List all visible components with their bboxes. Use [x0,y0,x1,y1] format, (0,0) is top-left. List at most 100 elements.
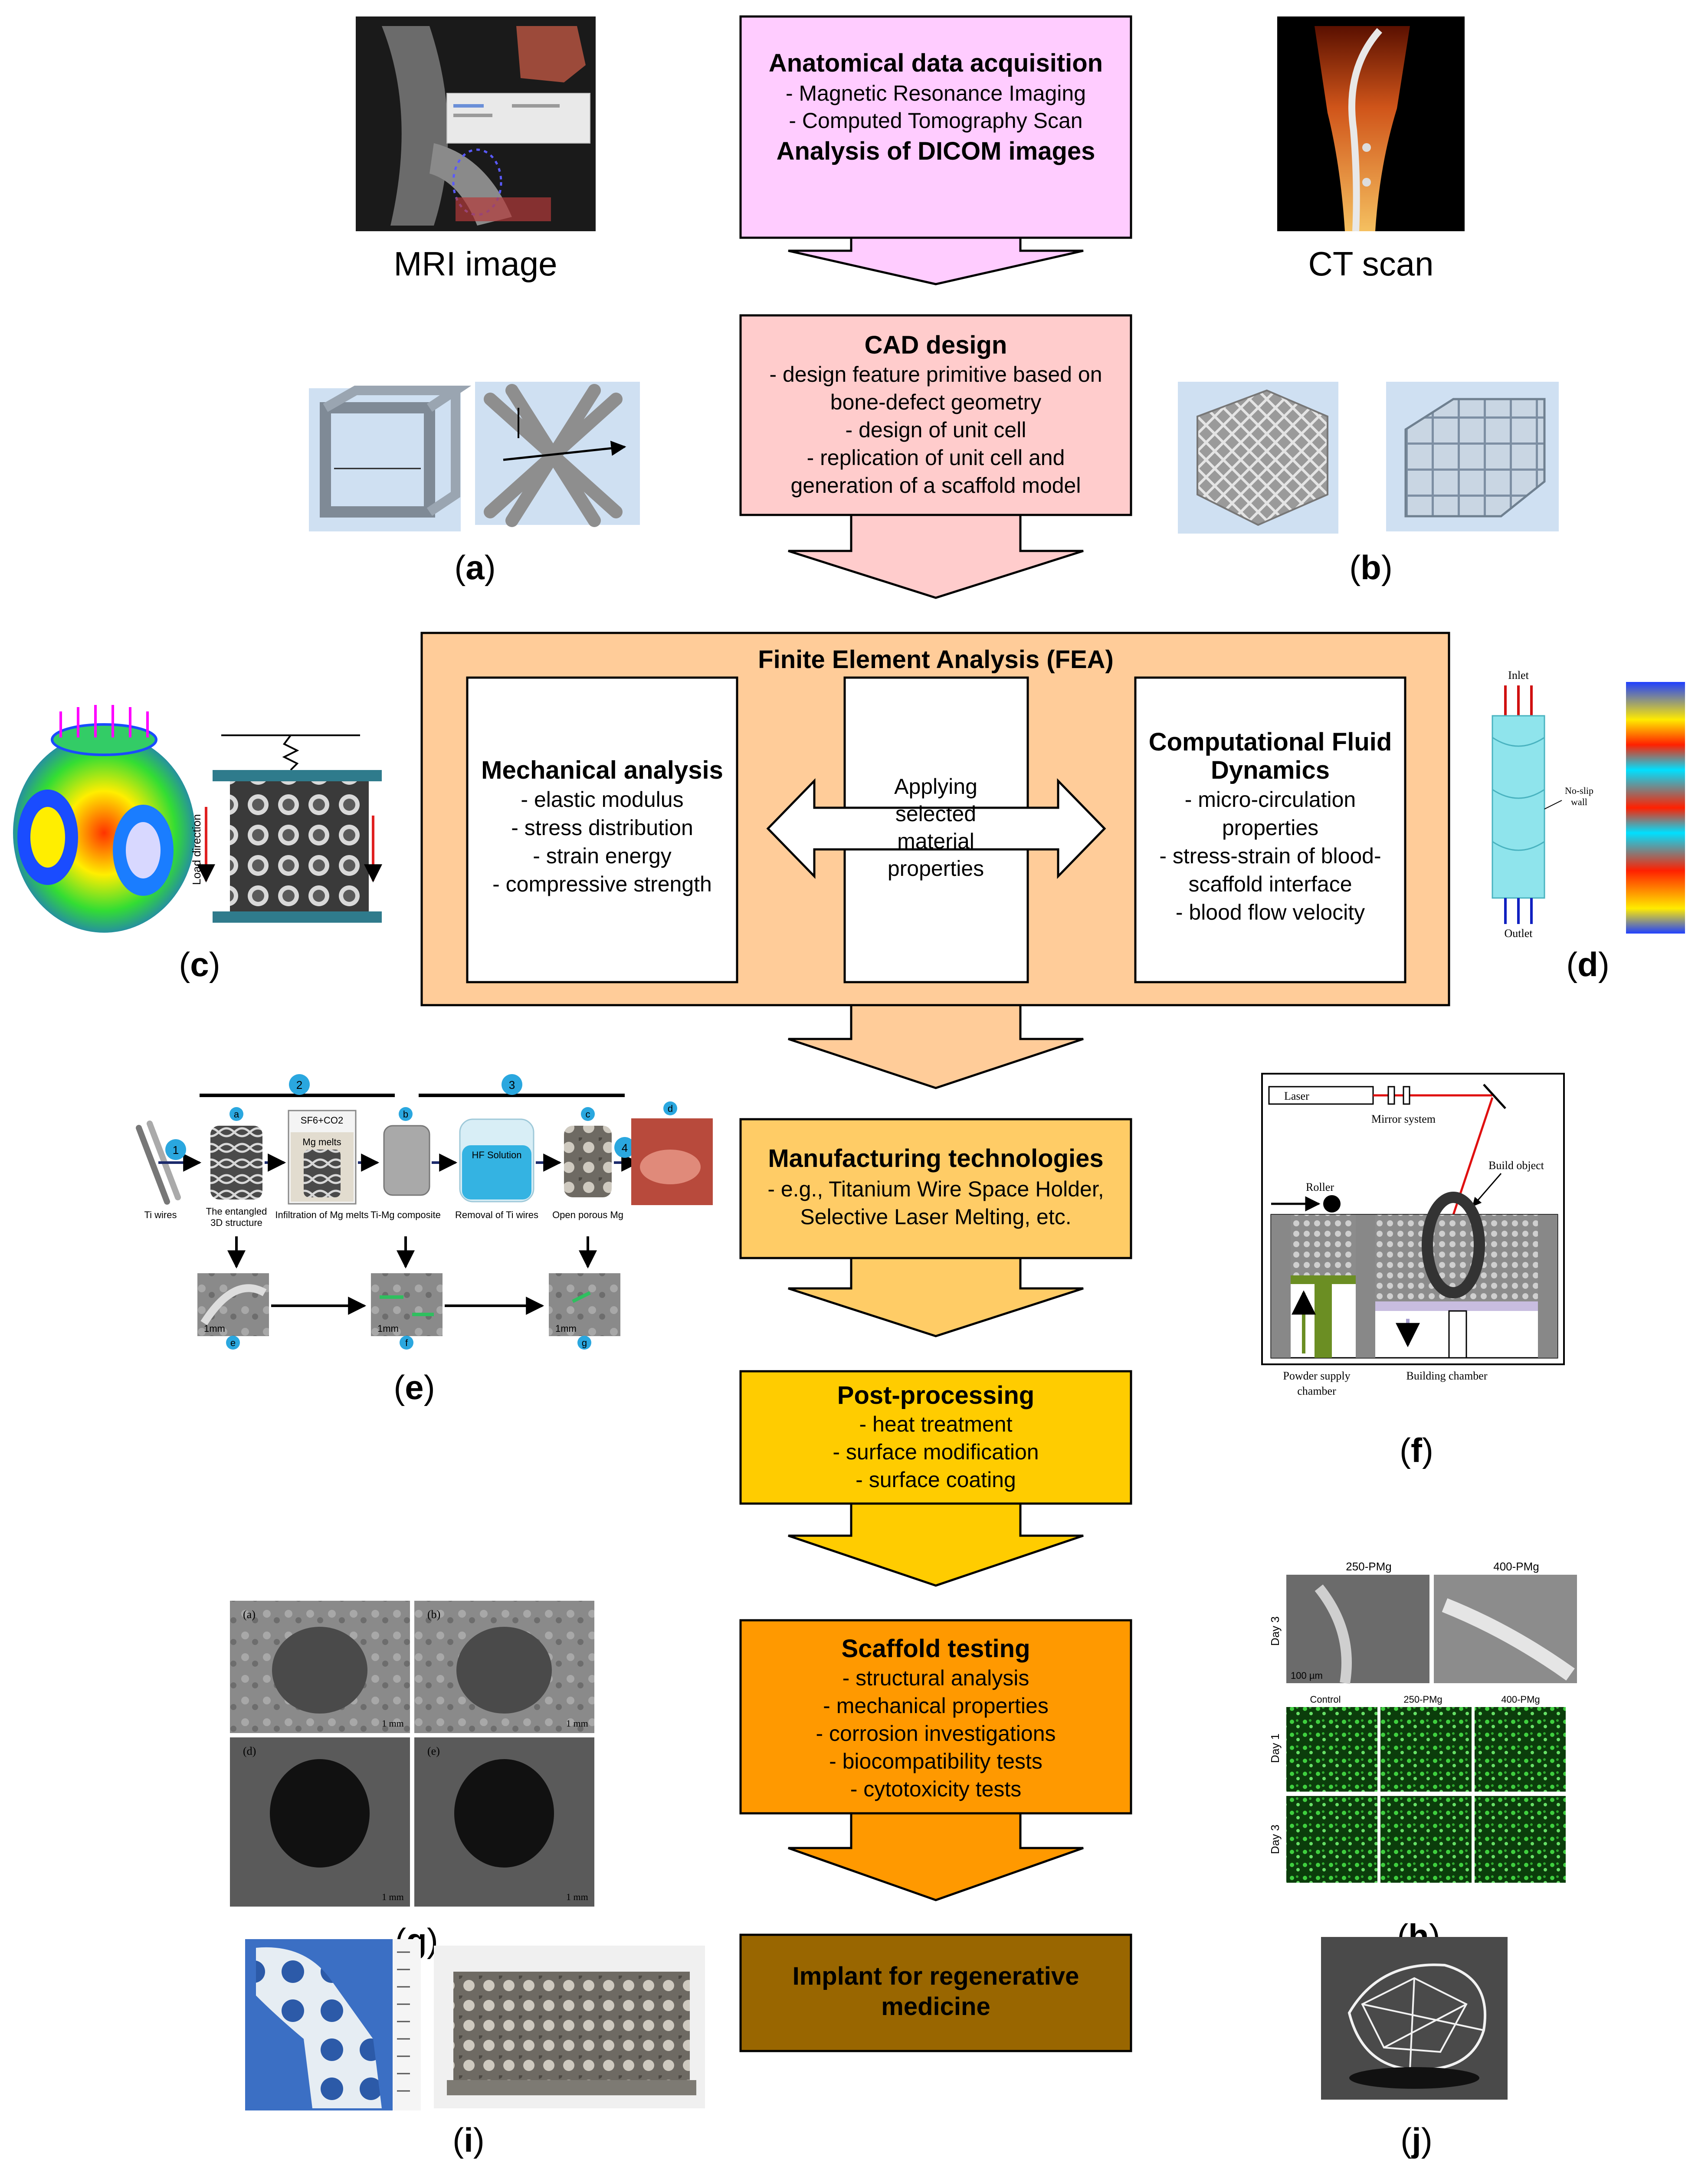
mechanical-line: - elastic modulus [521,787,683,812]
cad-title: CAD design [865,331,1007,359]
row-label: Day 1 [1269,1733,1282,1763]
acquisition-line: - Computed Tomography Scan [789,108,1082,133]
cad-box [739,314,1132,516]
mri-image [356,16,596,231]
acquisition-line: - Magnetic Resonance Imaging [786,81,1086,105]
caption-e: (e) [393,1368,435,1406]
step-letter: e [230,1337,236,1348]
testing-box [739,1619,1132,1815]
titanium-wire-process: 2 3 1 a SF6+CO2 Mg melts b HF Solution c [136,1074,713,1350]
sem-scale: 1 mm [382,1891,404,1902]
cfd-line: - micro-circulation [1185,787,1356,812]
caption-j: (j) [1400,2121,1433,2159]
stage-number: 2 [296,1078,302,1091]
material-line: properties [888,856,984,881]
hf-label: HF Solution [472,1150,522,1160]
implant-box [739,1933,1132,2052]
column-label: Control [1310,1694,1341,1705]
post-processing-box [739,1370,1132,1505]
caption-b: (b) [1349,548,1393,587]
scale-label: 1mm [555,1323,577,1334]
cad-line: generation of a scaffold model [791,473,1081,498]
roller-label: Roller [1306,1181,1334,1193]
compression-schematic: Load direction [190,734,382,923]
mechanical-line: - strain energy [533,844,672,868]
step-letter: g [582,1337,587,1348]
unit-cell-octet [475,382,640,527]
fea-stress-model [13,705,195,933]
powder-label: Powder supply [1283,1370,1350,1382]
lattice-scaffold [1178,382,1338,534]
step-label: Removal of Ti wires [455,1209,538,1220]
step-letter: f [405,1337,408,1348]
row-label: Day 3 [1269,1825,1282,1854]
step-label: The entangled [206,1206,267,1217]
sem-letter: (b) [427,1608,440,1621]
cad-line: bone-defect geometry [830,390,1041,414]
sem-scale: 1 mm [382,1718,404,1729]
ct-caption: CT scan [1308,245,1434,283]
caption-c: (c) [179,945,220,983]
post-processing-title: Post-processing [837,1381,1034,1409]
cad-line: - replication of unit cell and [807,446,1065,470]
post-processing-line: - surface modification [833,1440,1039,1464]
lattice-implant-photo [1321,1937,1508,2100]
implant-title: medicine [881,1992,990,2021]
acquisition-title: Anatomical data acquisition [769,49,1103,77]
laser-label: Laser [1284,1090,1309,1102]
powder-label: chamber [1297,1385,1336,1397]
cfd-title: Dynamics [1211,756,1330,784]
testing-line: - cytotoxicity tests [850,1777,1022,1801]
step-label: 3D structure [210,1217,262,1228]
manufacturing-title: Manufacturing technologies [768,1144,1103,1173]
manufacturing-line: Selective Laser Melting, etc. [800,1205,1071,1229]
building-label: Building chamber [1406,1370,1487,1382]
manufacturing-box [739,1118,1132,1259]
column-label: 250-PMg [1346,1560,1392,1573]
step-letter: c [586,1109,590,1120]
stage-number: 3 [509,1078,515,1091]
post-processing-line: - heat treatment [859,1412,1013,1436]
stage-number: 4 [622,1141,628,1154]
testing-line: - corrosion investigations [816,1721,1056,1746]
step-label: Ti-Mg composite [370,1209,441,1220]
ct-image [1277,16,1465,232]
post-processing-line: - surface coating [856,1468,1016,1492]
material-line: selected [895,802,976,826]
flow-arrow [788,1502,1084,1587]
caption-f: (f) [1400,1431,1433,1469]
double-arrow [766,778,1106,879]
flow-arrow [788,1257,1084,1337]
step-letter: b [403,1109,408,1120]
mechanical-line: - stress distribution [511,816,693,840]
column-label: 400-PMg [1501,1694,1540,1705]
step-letter: a [234,1109,239,1120]
cfd-line: scaffold interface [1188,872,1352,896]
testing-line: - structural analysis [843,1666,1029,1690]
acquisition-subtitle: Analysis of DICOM images [777,137,1095,165]
stage-number: 1 [173,1144,179,1157]
grid-scaffold [1386,382,1559,531]
scale-label: 1mm [204,1323,225,1334]
material-line: material [897,829,974,853]
testing-title: Scaffold testing [841,1635,1030,1663]
selective-laser-melting-schematic: Laser Mirror system Build object Roller … [1261,1073,1565,1397]
caption-i: (i) [452,2121,485,2159]
step-label: Ti wires [144,1209,177,1220]
build-object-label: Build object [1488,1159,1544,1172]
testing-line: - biocompatibility tests [829,1749,1043,1773]
porous-block-photo [434,1946,705,2108]
caption-d: (d) [1566,945,1610,983]
manufacturing-line: - e.g., Titanium Wire Space Holder, [767,1177,1104,1201]
outlet-label: Outlet [1505,927,1533,940]
cfd-line: properties [1222,816,1318,840]
cad-line: - design feature primitive based on [769,362,1102,387]
sem-images: (a) (b) (d) (e) 1 mm 1 mm 1 mm 1 mm [230,1601,594,1907]
scale-label: 100 µm [1291,1670,1323,1681]
inlet-label: Inlet [1508,669,1529,682]
mechanical-title: Mechanical analysis [481,756,723,784]
femur-implant-photo [245,1939,421,2110]
flow-arrow [788,1812,1084,1901]
acquisition-box [739,15,1132,239]
